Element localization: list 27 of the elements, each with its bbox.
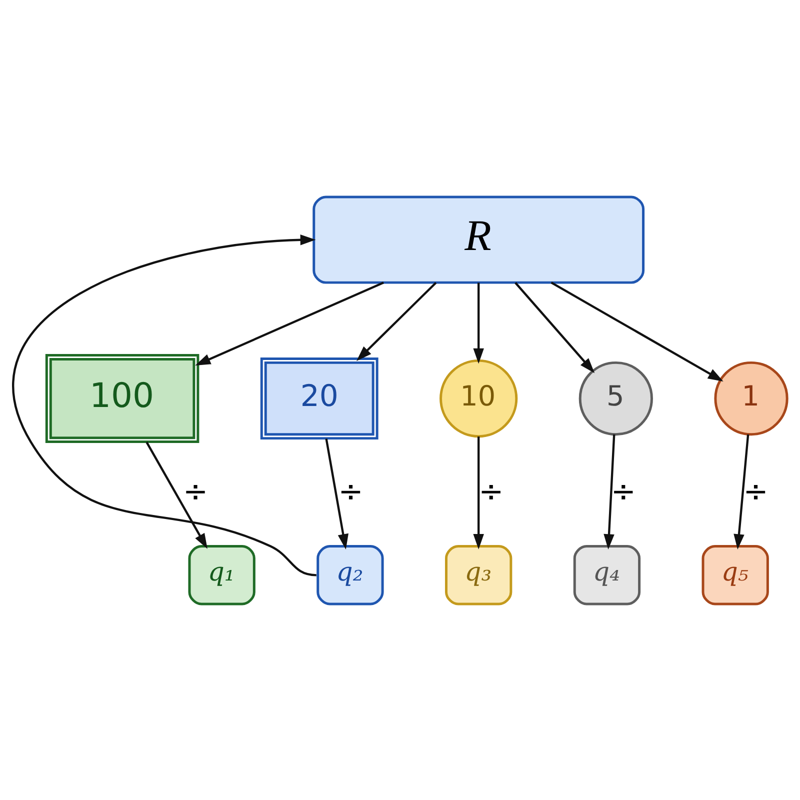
arrow [514,282,595,373]
node-box: R [312,195,645,284]
node-box: q₅ [702,544,769,605]
arrow [146,441,208,548]
node-box: q₂ [316,544,384,605]
edge-label: ÷ [183,474,208,510]
node-box: q₄ [573,544,641,605]
node-circle: 10 [440,358,518,438]
node-box: q₃ [445,544,512,605]
node-box: 20 [260,356,378,440]
arrow [473,436,484,549]
arrow [356,282,437,360]
edge-label: ÷ [338,474,364,510]
arrow [604,434,616,550]
arrow [12,234,316,576]
edge-label: ÷ [743,474,768,510]
edge-label: ÷ [478,474,504,510]
arrow [325,438,348,549]
arrow [195,281,384,365]
node-box: q₁ [188,544,256,605]
arrow [734,434,750,549]
arrow [473,282,484,364]
arrow [550,281,724,381]
node-circle: 1 [714,360,788,436]
node-circle: 5 [578,360,653,436]
edge-label: ÷ [610,474,636,510]
node-box: 100 [45,353,200,443]
